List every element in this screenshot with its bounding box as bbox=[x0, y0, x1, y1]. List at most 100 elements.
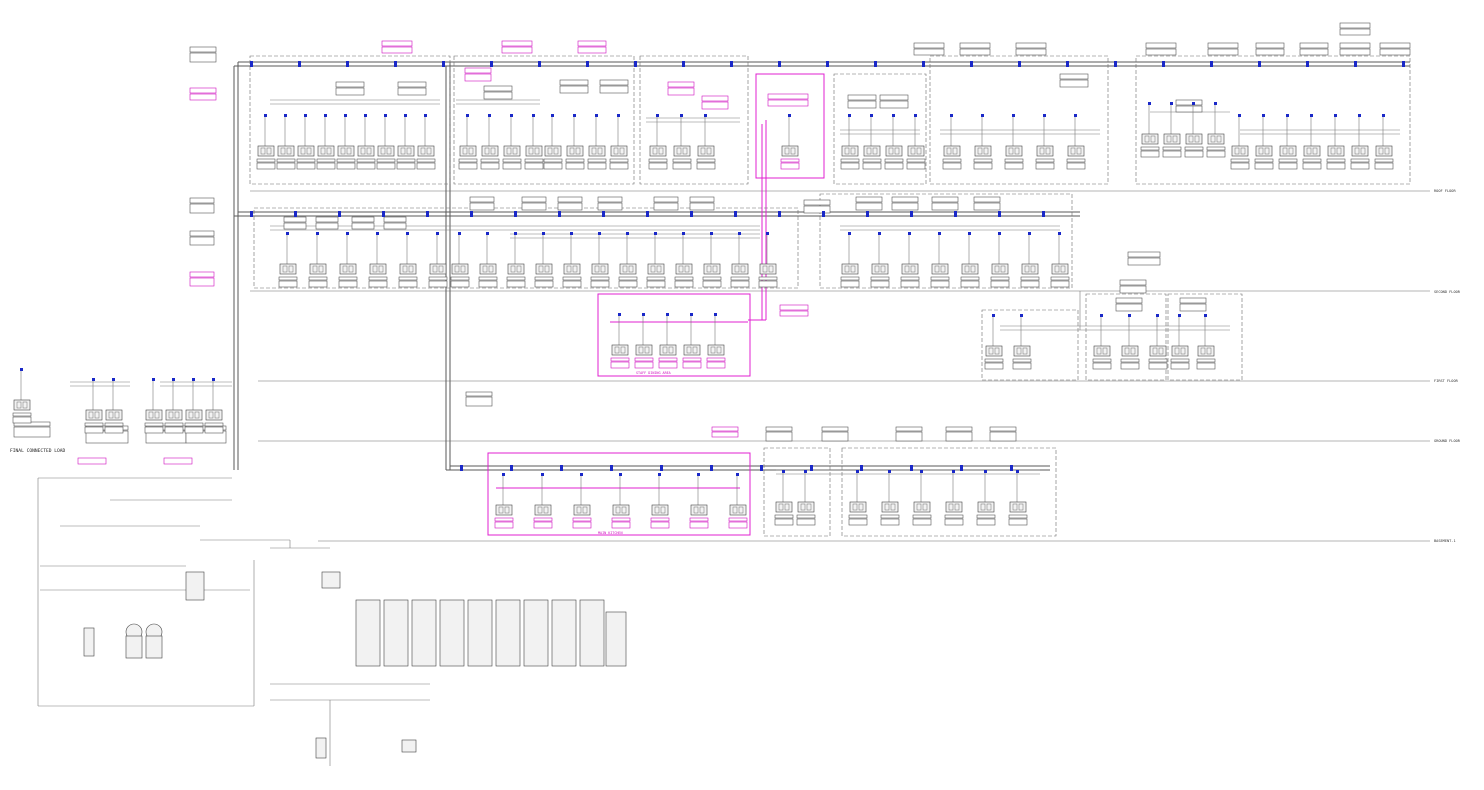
valve-marker bbox=[382, 211, 385, 217]
valve-marker bbox=[551, 114, 554, 117]
ahu-unit bbox=[1162, 104, 1182, 158]
valve-marker bbox=[892, 114, 895, 117]
ahu-unit bbox=[900, 234, 920, 288]
valve-marker bbox=[738, 232, 741, 235]
valve-marker bbox=[870, 114, 873, 117]
valve-marker bbox=[1214, 102, 1217, 105]
valve-marker bbox=[654, 232, 657, 235]
valve-marker bbox=[541, 473, 544, 476]
ahu-unit bbox=[396, 116, 416, 170]
ahu-unit bbox=[494, 475, 514, 529]
ahu-unit bbox=[256, 116, 276, 170]
valve-marker bbox=[878, 232, 881, 235]
valve-marker bbox=[998, 211, 1001, 217]
valve-marker bbox=[598, 232, 601, 235]
ahu-unit bbox=[450, 234, 470, 288]
ahu-unit bbox=[840, 234, 860, 288]
ahu-unit bbox=[930, 234, 950, 288]
ahu-unit bbox=[562, 234, 582, 288]
valve-marker bbox=[510, 465, 513, 471]
ahu-unit bbox=[1120, 316, 1140, 370]
valve-marker bbox=[1354, 61, 1357, 67]
valve-marker bbox=[736, 473, 739, 476]
staff-dining-label: STAFF DINING AREA bbox=[636, 371, 671, 375]
ahu-unit bbox=[689, 475, 709, 529]
valve-marker bbox=[690, 313, 693, 316]
valve-marker bbox=[960, 465, 963, 471]
floor-label-roof: ROOF FLOOR bbox=[1434, 189, 1456, 193]
valve-marker bbox=[294, 211, 297, 217]
ahu-unit bbox=[758, 234, 778, 288]
ahu-unit bbox=[336, 116, 356, 170]
ahu-unit bbox=[650, 475, 670, 529]
valve-marker bbox=[981, 114, 984, 117]
ahu-unit bbox=[884, 116, 904, 170]
valve-marker bbox=[466, 114, 469, 117]
ahu-unit bbox=[728, 475, 748, 529]
valve-marker bbox=[460, 465, 463, 471]
valve-marker bbox=[866, 211, 869, 217]
ahu-unit bbox=[672, 116, 692, 170]
ahu-unit bbox=[609, 116, 629, 170]
ahu-unit bbox=[428, 234, 448, 288]
ahu-unit bbox=[184, 380, 204, 434]
valve-marker bbox=[406, 232, 409, 235]
valve-marker bbox=[394, 61, 397, 67]
ahu-unit bbox=[480, 116, 500, 170]
valve-marker bbox=[580, 473, 583, 476]
floor-label-first: FIRST FLOOR bbox=[1434, 379, 1459, 383]
ahu-unit bbox=[984, 316, 1004, 370]
valve-marker bbox=[666, 313, 669, 316]
valve-marker bbox=[172, 378, 175, 381]
ahu-unit bbox=[618, 234, 638, 288]
valve-marker bbox=[426, 211, 429, 217]
ahu-unit bbox=[848, 472, 868, 526]
valve-marker bbox=[560, 465, 563, 471]
ahu-unit bbox=[658, 315, 678, 369]
valve-marker bbox=[1156, 314, 1159, 317]
valve-marker bbox=[1210, 61, 1213, 67]
valve-marker bbox=[486, 232, 489, 235]
second-floor-tags bbox=[283, 196, 1001, 230]
ahu-unit bbox=[942, 116, 962, 170]
valve-marker bbox=[1042, 211, 1045, 217]
valve-marker bbox=[642, 313, 645, 316]
ahu-unit bbox=[1008, 472, 1028, 526]
valve-marker bbox=[602, 211, 605, 217]
ahu-unit bbox=[506, 234, 526, 288]
valve-marker bbox=[910, 211, 913, 217]
valve-marker bbox=[1238, 114, 1241, 117]
ahu-unit bbox=[1206, 104, 1226, 158]
ahu-unit bbox=[308, 234, 328, 288]
ahu-unit bbox=[84, 380, 104, 434]
ahu-unit bbox=[634, 315, 654, 369]
valve-marker bbox=[860, 465, 863, 471]
ahu-unit bbox=[730, 234, 750, 288]
valve-marker bbox=[1114, 61, 1117, 67]
ahu-unit bbox=[533, 475, 553, 529]
valve-marker bbox=[914, 114, 917, 117]
ahu-unit bbox=[906, 116, 926, 170]
floor-labels: ROOF FLOOR SECOND FLOOR FIRST FLOOR GROU… bbox=[1434, 189, 1461, 543]
valve-marker bbox=[338, 211, 341, 217]
valve-marker bbox=[1204, 314, 1207, 317]
ahu-unit bbox=[1140, 104, 1160, 158]
valve-marker bbox=[1148, 102, 1151, 105]
valve-marker bbox=[112, 378, 115, 381]
valve-marker bbox=[384, 114, 387, 117]
valve-marker bbox=[404, 114, 407, 117]
valve-marker bbox=[1128, 314, 1131, 317]
valve-marker bbox=[1016, 470, 1019, 473]
valve-marker bbox=[376, 232, 379, 235]
valve-marker bbox=[954, 211, 957, 217]
ahu-unit bbox=[870, 234, 890, 288]
valve-marker bbox=[1192, 102, 1195, 105]
valve-marker bbox=[922, 61, 925, 67]
valve-marker bbox=[1066, 61, 1069, 67]
ahu-unit bbox=[398, 234, 418, 288]
chiller-plant bbox=[37, 477, 430, 766]
valve-marker bbox=[284, 114, 287, 117]
ahu-unit bbox=[534, 234, 554, 288]
valve-marker bbox=[286, 232, 289, 235]
valve-marker bbox=[346, 61, 349, 67]
